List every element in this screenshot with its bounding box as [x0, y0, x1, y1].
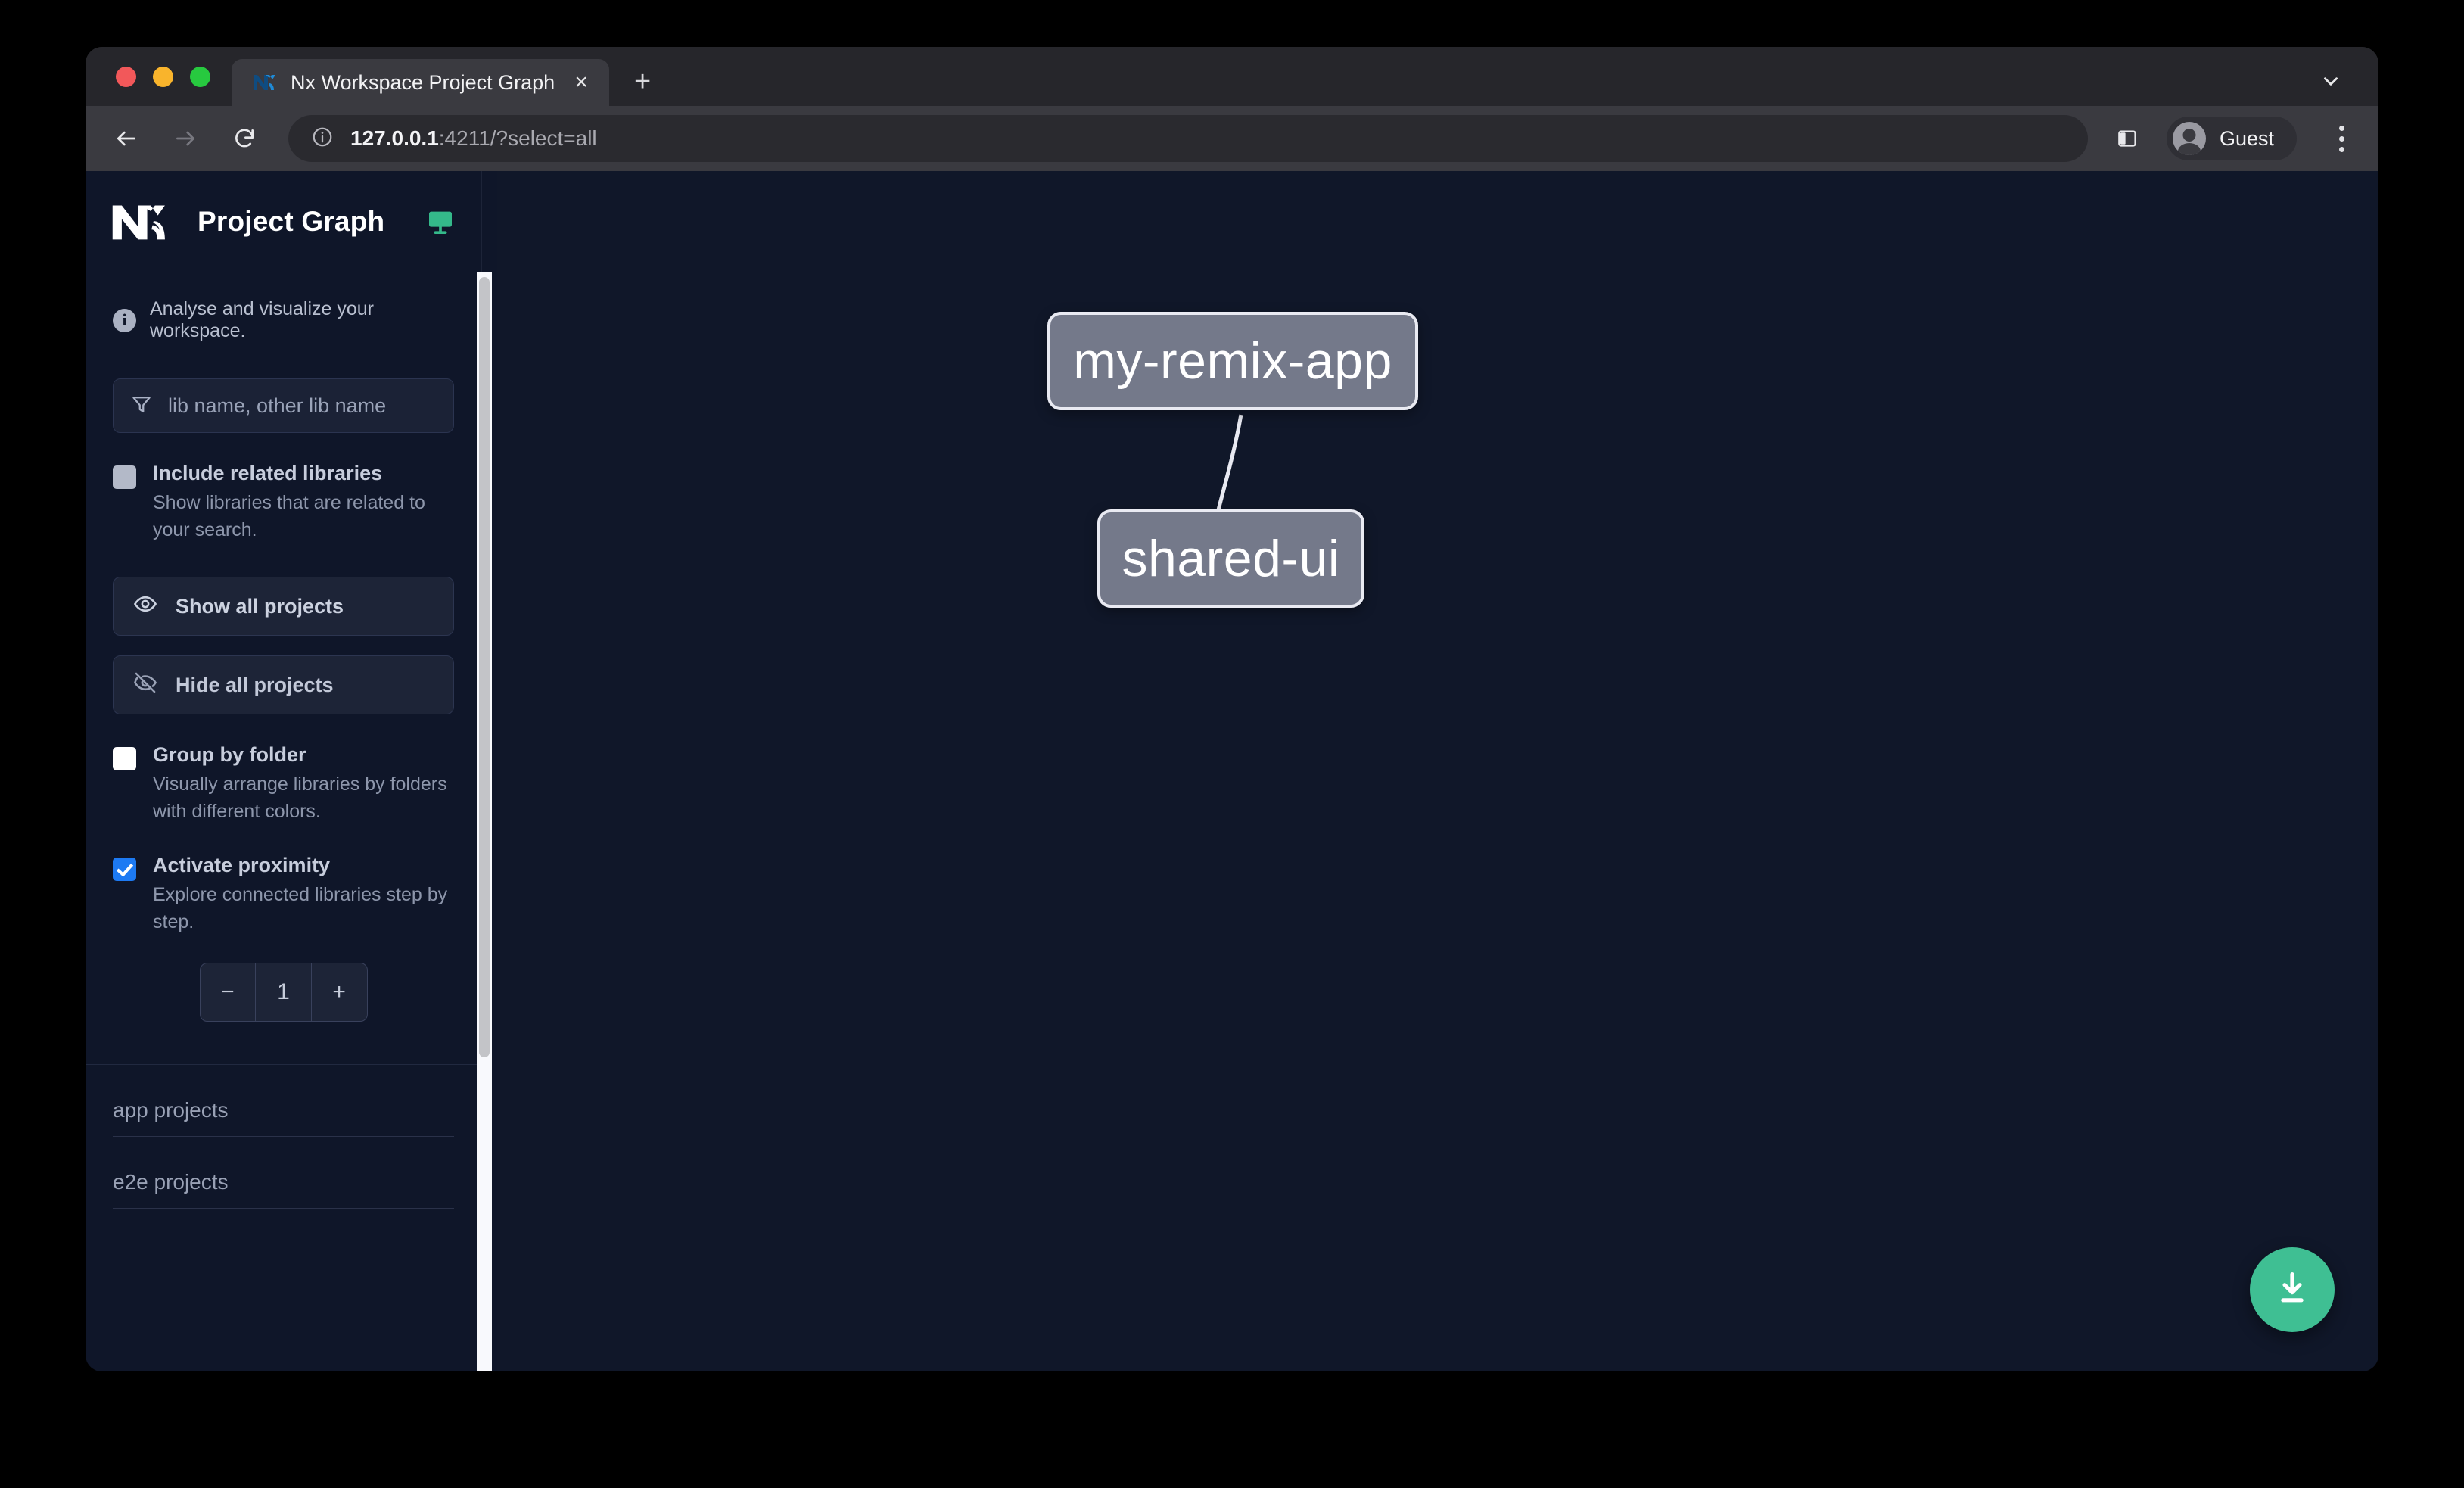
page-viewport: Project Graph i Analyse and visualize yo…: [86, 171, 2378, 1371]
stepper-divider: [310, 963, 312, 1022]
e2e-projects-section[interactable]: e2e projects: [113, 1137, 454, 1209]
workspace-hint-text: Analyse and visualize your workspace.: [150, 298, 374, 341]
project-graph-canvas[interactable]: my-remix-app shared-ui: [497, 171, 2378, 1371]
proximity-stepper[interactable]: − 1 +: [199, 963, 368, 1023]
download-graph-button[interactable]: [2250, 1247, 2335, 1332]
sidebar-header: Project Graph: [86, 171, 481, 272]
proximity-decrement-button[interactable]: −: [221, 979, 235, 1005]
app-projects-title: app projects: [113, 1098, 454, 1138]
stepper-divider: [255, 963, 257, 1022]
minimize-window-button[interactable]: [153, 66, 173, 87]
maximize-window-button[interactable]: [190, 66, 210, 87]
hide-all-projects-button[interactable]: Hide all projects: [113, 655, 454, 715]
sidebar: Project Graph i Analyse and visualize yo…: [86, 171, 492, 1371]
side-panel-icon[interactable]: [2108, 119, 2147, 158]
sidebar-divider: [86, 1064, 481, 1066]
chevron-down-icon[interactable]: [2318, 68, 2344, 94]
download-icon: [2273, 1269, 2312, 1312]
activate-proximity-checkbox[interactable]: [113, 858, 136, 882]
new-tab-button[interactable]: +: [634, 66, 652, 98]
back-arrow-icon[interactable]: [107, 119, 146, 158]
eye-slash-icon: [133, 671, 157, 700]
kebab-menu-icon[interactable]: [2324, 117, 2359, 160]
profile-name: Guest: [2219, 126, 2274, 150]
info-circle-icon[interactable]: [311, 126, 334, 152]
sidebar-content: i Analyse and visualize your workspace. …: [86, 272, 481, 1371]
monitor-icon[interactable]: [425, 207, 456, 237]
browser-toolbar: 127.0.0.1:4211/?select=all Guest: [86, 106, 2378, 171]
url-host: 127.0.0.1: [350, 126, 439, 150]
option-group-by-folder[interactable]: Group by folder Visually arrange librari…: [86, 743, 481, 825]
close-tab-button[interactable]: ×: [574, 70, 588, 95]
filter-input-placeholder: lib name, other lib name: [168, 394, 387, 417]
sidebar-scrollbar[interactable]: [477, 272, 492, 1371]
option-label: Group by folder: [153, 743, 306, 767]
graph-node-label: shared-ui: [1122, 530, 1340, 587]
graph-node-label: my-remix-app: [1073, 332, 1392, 390]
profile-button[interactable]: Guest: [2166, 117, 2297, 160]
option-description: Explore connected libraries step by step…: [153, 884, 448, 932]
option-activate-proximity[interactable]: Activate proximity Explore connected lib…: [86, 854, 481, 935]
nx-logo-icon: [110, 201, 175, 243]
browser-window: Nx Workspace Project Graph × +: [86, 47, 2378, 1371]
tab-strip: Nx Workspace Project Graph × +: [86, 47, 2378, 106]
option-label: Activate proximity: [153, 854, 331, 877]
option-label: Include related libraries: [153, 462, 383, 484]
browser-tab[interactable]: Nx Workspace Project Graph ×: [232, 59, 610, 106]
option-include-related-libraries[interactable]: Include related libraries Show libraries…: [86, 462, 481, 543]
option-description: Show libraries that are related to your …: [153, 492, 425, 540]
filter-input[interactable]: lib name, other lib name: [113, 378, 454, 433]
sidebar-scrollbar-thumb[interactable]: [479, 277, 490, 1057]
url-path: :4211/?select=all: [438, 126, 597, 150]
forward-arrow-icon[interactable]: [166, 119, 205, 158]
graph-node-my-remix-app[interactable]: my-remix-app: [1047, 312, 1418, 410]
graph-node-shared-ui[interactable]: shared-ui: [1097, 509, 1364, 608]
funnel-icon: [130, 393, 153, 419]
proximity-value: 1: [277, 979, 290, 1005]
hide-all-projects-label: Hide all projects: [176, 673, 334, 696]
info-icon: i: [113, 308, 136, 332]
option-description: Visually arrange libraries by folders wi…: [153, 774, 447, 822]
page-title: Project Graph: [198, 205, 385, 237]
show-all-projects-label: Show all projects: [176, 594, 344, 618]
proximity-increment-button[interactable]: +: [332, 979, 346, 1005]
e2e-projects-title: e2e projects: [113, 1170, 454, 1209]
window-controls: [108, 47, 227, 106]
address-bar-url: 127.0.0.1:4211/?select=all: [350, 126, 597, 151]
tab-title: Nx Workspace Project Graph: [291, 70, 555, 94]
avatar: [2172, 122, 2206, 155]
workspace-hint: i Analyse and visualize your workspace.: [86, 272, 481, 342]
address-bar[interactable]: 127.0.0.1:4211/?select=all: [288, 115, 2088, 162]
close-window-button[interactable]: [116, 66, 136, 87]
show-all-projects-button[interactable]: Show all projects: [113, 577, 454, 637]
include-related-libraries-checkbox[interactable]: [113, 465, 136, 489]
app-projects-section[interactable]: app projects: [113, 1065, 454, 1138]
eye-icon: [133, 592, 157, 621]
graph-edges: [1198, 414, 1243, 558]
reload-icon[interactable]: [225, 119, 264, 158]
nx-favicon-icon: [251, 70, 277, 95]
group-by-folder-checkbox[interactable]: [113, 747, 136, 771]
